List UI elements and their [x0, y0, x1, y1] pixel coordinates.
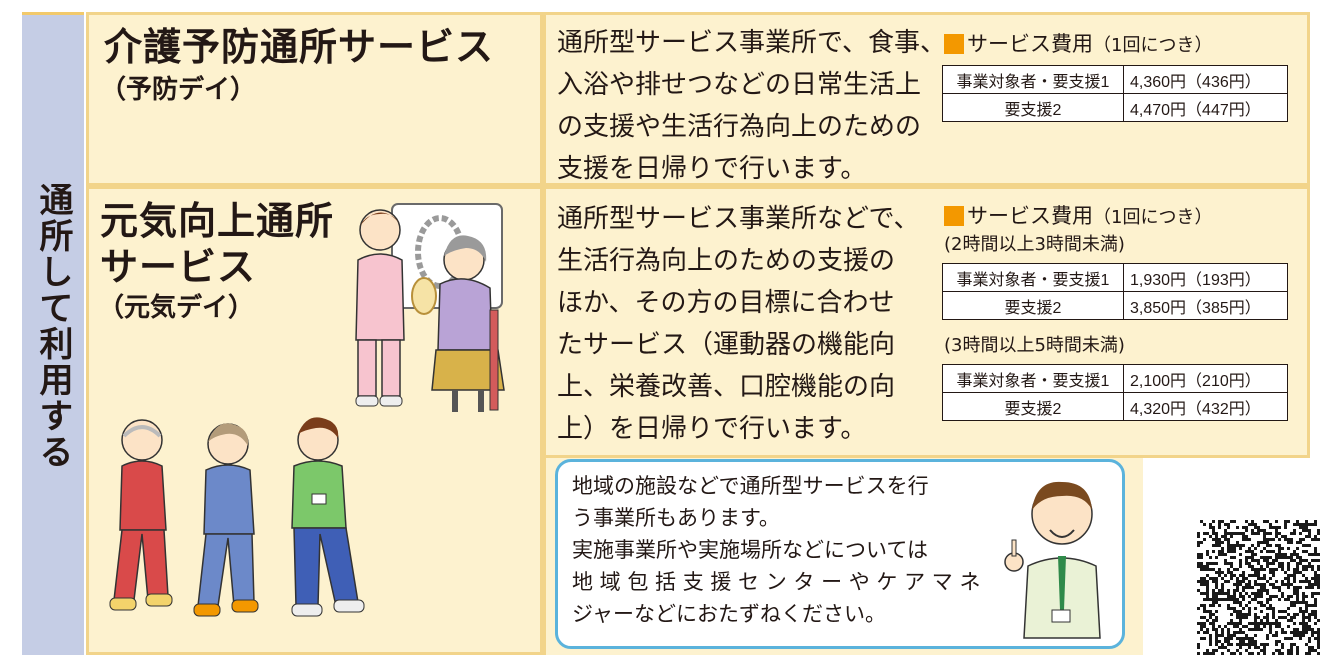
fee-label: 事業対象者・要支援1 [942, 263, 1124, 292]
info-line: ジャーなどにおたずねください。 [572, 602, 886, 626]
fee-value: 3,850円（385円） [1123, 291, 1288, 320]
fee-label: 要支援2 [942, 93, 1124, 122]
yobo-fee-table: 事業対象者・要支援1 4,360円（436円） 要支援2 4,470円（447円… [942, 65, 1288, 122]
genki-description: 通所型サービス事業所などで、 生活行為向上のための支援の ほか、その方の目標に合… [557, 198, 937, 450]
genki-subtitle: （元気デイ） [98, 293, 255, 323]
caregiver-illustration [355, 203, 505, 412]
genki-desc-line: 上）を日帰りで行います。 [557, 414, 867, 444]
table-row: 事業対象者・要支援1 1,930円（193円） [942, 263, 1288, 292]
yobo-subtitle: （予防デイ） [100, 75, 257, 105]
info-line: 地域の施設などで通所型サービスを行 [572, 474, 929, 498]
info-text: 地域の施設などで通所型サービスを行 う事業所もあります。 実施事業所や実施場所な… [572, 470, 980, 630]
table-row: 要支援2 3,850円（385円） [942, 291, 1288, 320]
yobo-fee-heading: サービス費用（1回につき） [944, 30, 1212, 60]
fee-label: 要支援2 [942, 291, 1124, 320]
qr-code [1197, 520, 1320, 655]
genki-desc-line: 通所型サービス事業所などで、 [557, 204, 920, 234]
fee-label: 要支援2 [942, 392, 1124, 421]
fee-value: 4,470円（447円） [1123, 93, 1288, 122]
fee-heading-text: サービス費用 [967, 204, 1093, 228]
fee-heading-text: サービス費用 [967, 32, 1093, 56]
running-seniors-illustration [109, 417, 365, 617]
orange-square-icon [944, 34, 964, 54]
yobo-title-panel [86, 12, 543, 186]
fee-value: 4,320円（432円） [1123, 392, 1288, 421]
genki-fee-heading: サービス費用（1回につき） [944, 202, 1212, 232]
fee-note: （1回につき） [1093, 35, 1213, 56]
side-tab [22, 12, 84, 655]
genki-desc-line: 生活行為向上のための支援の [557, 246, 896, 276]
info-line: 実施事業所や実施場所などについては [572, 538, 928, 562]
fee-value: 4,360円（436円） [1123, 65, 1288, 94]
genki-fee-table-2: 事業対象者・要支援1 2,100円（210円） 要支援2 4,320円（432円… [942, 364, 1288, 421]
genki-fee-table-1: 事業対象者・要支援1 1,930円（193円） 要支援2 3,850円（385円… [942, 263, 1288, 320]
orange-square-icon [944, 206, 964, 226]
yobo-desc-line: 入浴や排せつなどの日常生活上 [557, 70, 922, 100]
fee-label: 事業対象者・要支援1 [942, 65, 1124, 94]
genki-desc-line: 上、栄養改善、口腔機能の向 [557, 372, 896, 402]
fee-label: 事業対象者・要支援1 [942, 364, 1124, 393]
info-line: 地 域 包 括 支 援 セ ン タ ー や ケ ア マ ネ [572, 570, 981, 594]
yobo-desc-line: 支援を日帰りで行います。 [557, 154, 867, 184]
table-row: 事業対象者・要支援1 2,100円（210円） [942, 364, 1288, 393]
yobo-desc-line: 通所型サービス事業所で、食事、 [557, 28, 946, 58]
yobo-desc-line: の支援や生活行為向上のための [557, 112, 922, 142]
table-row: 事業対象者・要支援1 4,360円（436円） [942, 65, 1288, 94]
genki-title-line2: サービス [100, 245, 257, 289]
yobo-description: 通所型サービス事業所で、食事、 入浴や排せつなどの日常生活上 の支援や生活行為向… [557, 22, 947, 190]
fee-value: 1,930円（193円） [1123, 263, 1288, 292]
side-label: 通所して利用する [33, 182, 73, 470]
genki-condition-1: (2時間以上3時間未満) [944, 234, 1125, 255]
genki-condition-2: (3時間以上5時間未満) [944, 335, 1125, 356]
table-row: 要支援2 4,470円（447円） [942, 93, 1288, 122]
genki-title-line1: 元気向上通所 [100, 199, 335, 243]
table-row: 要支援2 4,320円（432円） [942, 392, 1288, 421]
staff-man-illustration [1004, 481, 1101, 639]
genki-desc-line: ほか、その方の目標に合わせ [557, 288, 895, 318]
fee-note: （1回につき） [1093, 207, 1213, 228]
genki-desc-line: たサービス（運動器の機能向 [557, 330, 896, 360]
info-line: う事業所もあります。 [572, 506, 780, 530]
yobo-title: 介護予防通所サービス [104, 25, 495, 69]
fee-value: 2,100円（210円） [1123, 364, 1288, 393]
